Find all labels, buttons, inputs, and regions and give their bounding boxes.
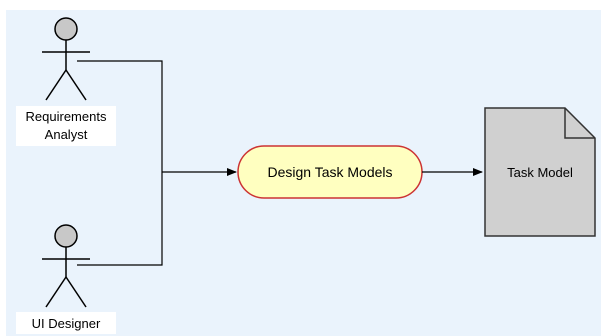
actor-head xyxy=(54,17,78,41)
actor-label-background xyxy=(16,312,116,334)
actor-left-leg xyxy=(45,69,67,101)
actor-requirements-analyst: Requirements Analyst xyxy=(16,17,116,146)
actor-head xyxy=(54,224,78,248)
actor-label-line-2: Analyst xyxy=(45,127,88,142)
actor-right-leg xyxy=(65,69,87,101)
process-label: Design Task Models xyxy=(267,164,392,180)
actor-label-background xyxy=(16,106,116,146)
artifact-label: Task Model xyxy=(507,165,573,180)
artifact-document-shape xyxy=(484,107,596,237)
artifact-folded-corner xyxy=(564,108,595,139)
actor-left-leg xyxy=(45,276,67,308)
actor-ui-designer: UI Designer xyxy=(16,224,116,334)
edge-requirements-analyst-to-process xyxy=(77,60,163,172)
actor-label-line-1: Requirements xyxy=(26,109,107,124)
actor-right-leg xyxy=(65,276,87,308)
edge-ui-designer-to-process xyxy=(77,172,163,266)
process-design-task-models: Design Task Models xyxy=(237,145,423,199)
actor-label-line-1: UI Designer xyxy=(32,316,101,331)
artifact-task-model: Task Model xyxy=(484,107,596,237)
